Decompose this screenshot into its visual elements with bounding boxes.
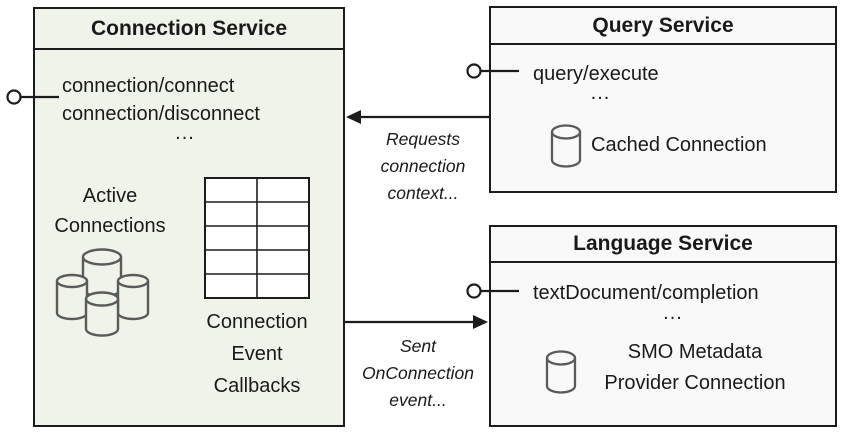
connection-methods-ellipsis: ... xyxy=(175,122,195,144)
cached-connection-database-icon xyxy=(550,124,582,168)
language-service-header: Language Service xyxy=(491,227,835,263)
query-methods-ellipsis: ... xyxy=(590,82,611,104)
connection-service-box: Connection Service connection/connect co… xyxy=(33,7,345,427)
connection-service-header: Connection Service xyxy=(35,9,343,50)
language-service-title: Language Service xyxy=(573,232,753,255)
query-service-header: Query Service xyxy=(491,8,835,45)
language-methods-ellipsis: ... xyxy=(663,302,683,324)
connection-disconnect-method: connection/disconnect xyxy=(62,103,260,125)
sent-onconnection-arrow xyxy=(345,315,488,329)
query-service-title: Query Service xyxy=(592,14,734,37)
cached-connection-label: Cached Connection xyxy=(591,134,767,156)
sent-onconnection-event-label: Sent OnConnection event... xyxy=(362,336,474,410)
smo-provider-connection-label: SMO Metadata Provider Connection xyxy=(604,341,786,394)
query-execute-method: query/execute xyxy=(533,63,659,85)
callback-table-grid xyxy=(204,177,310,299)
connection-connect-method: connection/connect xyxy=(62,75,235,97)
active-connections-label: Active Connections xyxy=(54,185,166,237)
textdocument-completion-method: textDocument/completion xyxy=(533,282,759,304)
active-connections-icon xyxy=(55,248,150,337)
requests-connection-context-label: Requests connection context... xyxy=(380,129,466,203)
language-service-box: Language Service textDocument/completion… xyxy=(489,225,837,427)
smo-provider-database-icon xyxy=(545,350,577,394)
connection-service-title: Connection Service xyxy=(90,17,288,40)
query-service-box: Query Service query/execute ... Cached C… xyxy=(489,6,837,193)
requests-connection-arrow xyxy=(346,110,489,124)
connection-event-callbacks-label: Connection Event Callbacks xyxy=(206,311,308,397)
